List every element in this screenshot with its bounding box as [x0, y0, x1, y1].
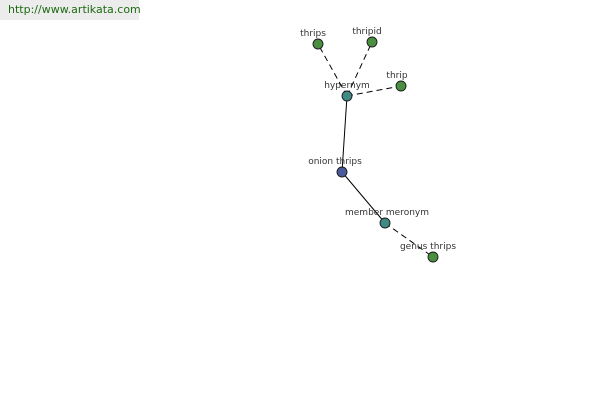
node-hypernym[interactable]: hypernym — [324, 81, 370, 102]
edge-onion-thrips-to-member-meronym — [341, 171, 386, 224]
node-circle-thrips[interactable] — [312, 38, 324, 50]
node-circle-hypernym[interactable] — [341, 90, 353, 102]
node-label-onion-thrips: onion thrips — [308, 157, 362, 167]
node-label-hypernym: hypernym — [324, 81, 370, 91]
node-member-meronym[interactable]: member meronym — [345, 208, 429, 229]
edge-hypernym-to-thrip — [346, 85, 402, 97]
graph-edges — [317, 41, 434, 258]
node-label-thrip: thrip — [386, 71, 407, 81]
edge-onion-thrips-to-hypernym — [341, 95, 348, 173]
node-circle-thripid[interactable] — [366, 36, 378, 48]
node-circle-thrip[interactable] — [395, 80, 407, 92]
node-circle-onion-thrips[interactable] — [336, 166, 348, 178]
node-label-member-meronym: member meronym — [345, 208, 429, 218]
node-thripid[interactable]: thripid — [352, 27, 382, 48]
node-circle-genus-thrips[interactable] — [427, 251, 439, 263]
node-circle-member-meronym[interactable] — [379, 217, 391, 229]
node-thrips[interactable]: thrips — [300, 29, 326, 50]
site-link[interactable]: http://www.artikata.com — [0, 0, 141, 20]
node-label-genus-thrips: genus thrips — [400, 242, 456, 252]
node-thrip[interactable]: thrip — [386, 71, 408, 92]
node-label-thrips: thrips — [300, 29, 326, 39]
node-genus-thrips[interactable]: genus thrips — [400, 242, 456, 263]
graph-nodes: onion thrips hypernym member meronym thrips… — [300, 27, 456, 263]
node-label-thripid: thripid — [352, 27, 381, 37]
node-onion-thrips[interactable]: onion thrips — [308, 157, 362, 178]
